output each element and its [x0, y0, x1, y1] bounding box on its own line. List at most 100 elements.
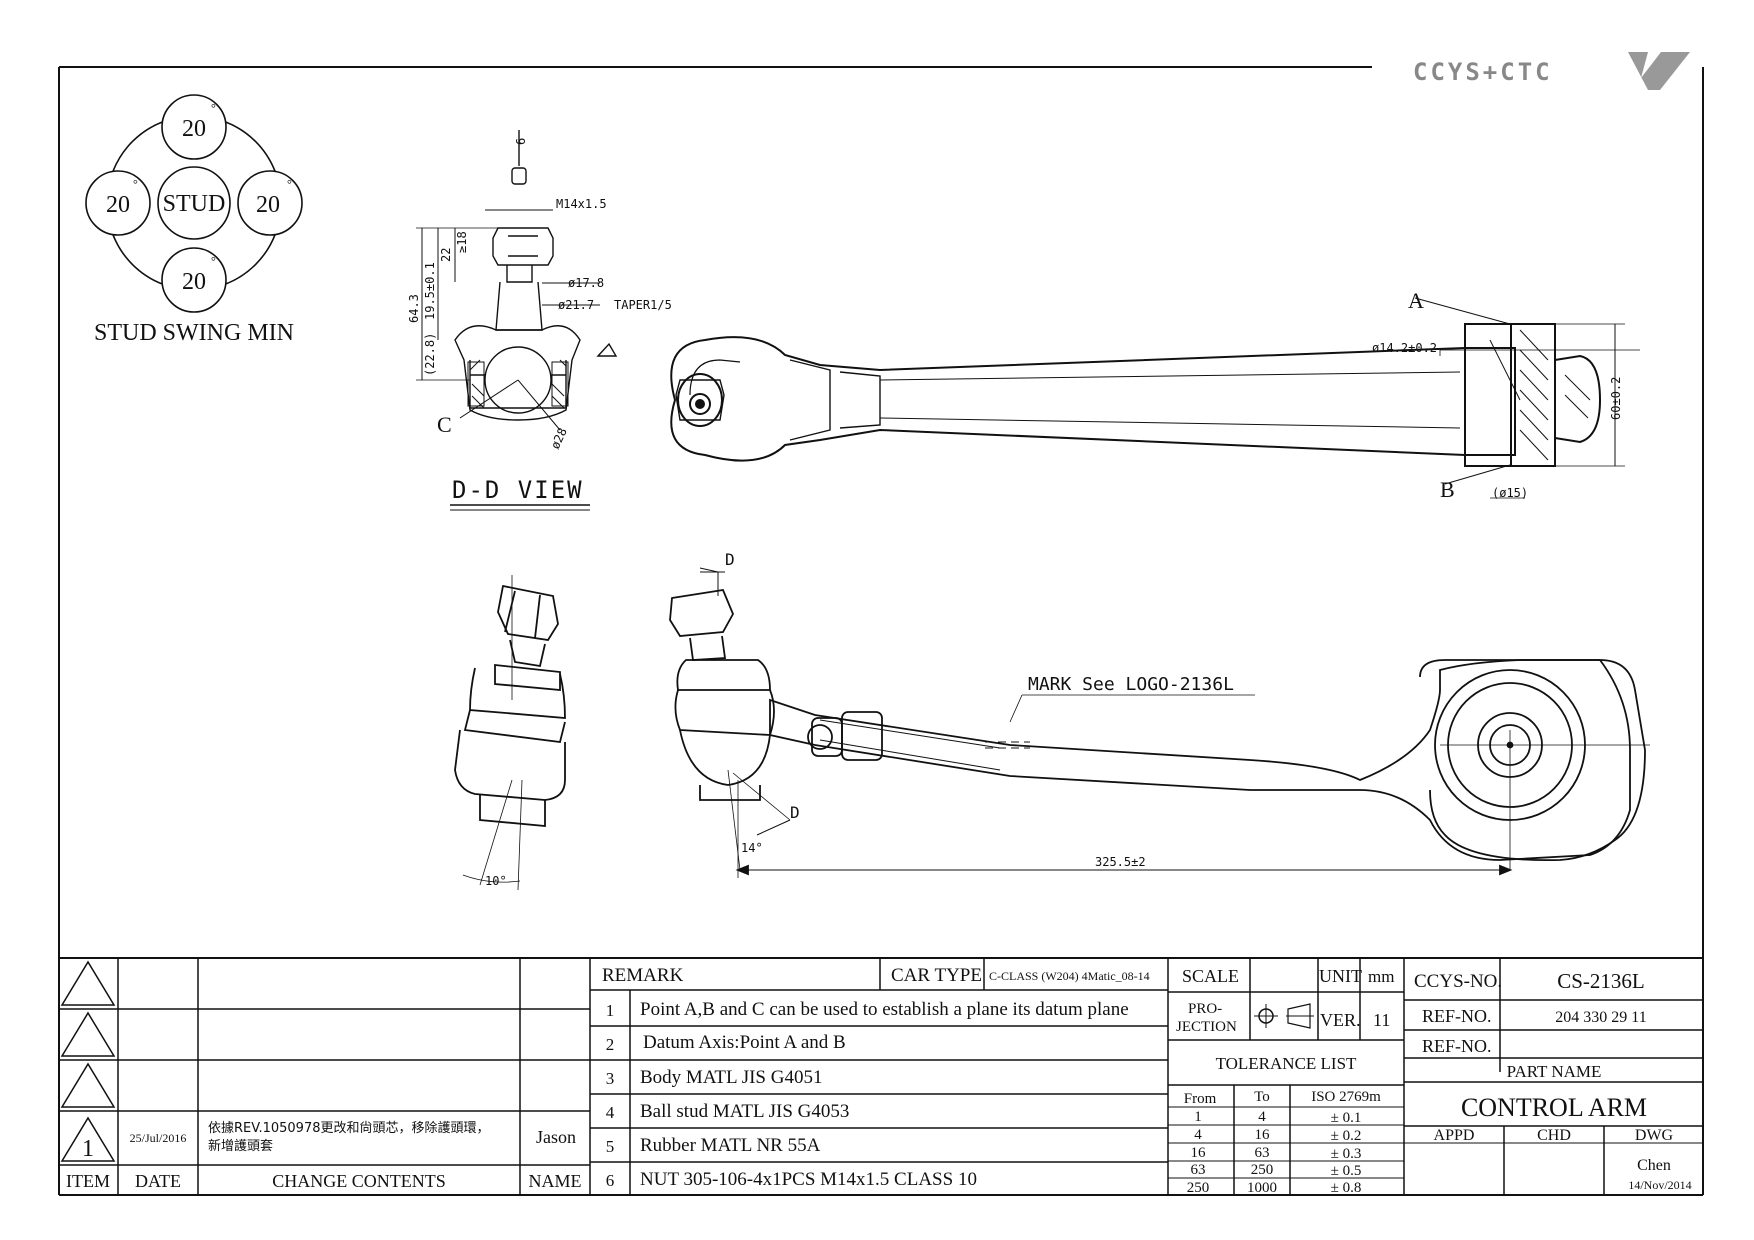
ccys-label: CCYS-NO. [1414, 971, 1502, 992]
dim-22-8: (22.8) [423, 333, 437, 376]
ccys-number: CS-2136L [1557, 969, 1645, 993]
car-type-value: C-CLASS (W204) 4Matic_08-14 [989, 969, 1150, 983]
revision-table [59, 958, 591, 1195]
scale-label: SCALE [1182, 966, 1239, 986]
dim-dia-14-2: ø14.2±0.2 [1372, 341, 1437, 355]
tol-value: ± 0.1 [1331, 1110, 1362, 1126]
logo-text: CCYS+CTC [1413, 58, 1553, 86]
point-b-label: B [1440, 477, 1455, 502]
projection-label-1: PRO- [1188, 1001, 1222, 1017]
tol-to: 1000 [1247, 1180, 1277, 1196]
tolerance-title: TOLERANCE LIST [1216, 1054, 1357, 1073]
point-a-label: A [1408, 288, 1424, 313]
swing-right-value: 20 [256, 192, 280, 218]
revisions-header-date: DATE [135, 1171, 181, 1191]
degree-mark: ° [211, 254, 216, 268]
swing-top-value: 20 [182, 116, 206, 142]
section-mark-bottom: D [790, 803, 800, 822]
title-block [1404, 958, 1703, 1195]
chd-label: CHD [1537, 1127, 1571, 1144]
section-mark-top: D [725, 550, 735, 569]
remark-text: Rubber MATL NR 55A [640, 1135, 821, 1156]
swing-bottom-value: 20 [182, 269, 206, 295]
top-view-control-arm [670, 297, 1640, 499]
dim-thread: M14x1.5 [556, 197, 607, 211]
remark-text: Ball stud MATL JIS G4053 [640, 1101, 849, 1122]
revision-content-line1: 依據REV.1050978更改和尙頭芯，移除護頭環， [208, 1120, 490, 1136]
car-type-label: CAR TYPE [891, 965, 982, 986]
tol-value: ± 0.3 [1331, 1146, 1362, 1162]
point-c-label: C [437, 412, 452, 437]
dim-length: 325.5±2 [1095, 855, 1146, 869]
ref-label-2: REF-NO. [1422, 1036, 1492, 1056]
dim-angle-10: 10° [485, 874, 507, 888]
mark-note: MARK See LOGO-2136L [1028, 674, 1234, 695]
unit-value: mm [1368, 967, 1394, 986]
ref-number-1: 204 330 29 11 [1555, 1009, 1646, 1026]
remark-no: 5 [606, 1137, 615, 1156]
dim-19-5: 19.5±0.1 [423, 262, 437, 320]
front-view-control-arm [669, 567, 1650, 878]
dim-60: 60±0.2 [1609, 377, 1623, 420]
part-name: CONTROL ARM [1461, 1093, 1647, 1122]
tol-to: 250 [1251, 1162, 1274, 1178]
company-logo: CCYS+CTC [1413, 52, 1690, 90]
remark-no: 2 [606, 1035, 615, 1054]
tol-value: ± 0.5 [1331, 1163, 1362, 1179]
revision-item: 1 [82, 1136, 94, 1162]
remark-text: Body MATL JIS G4051 [640, 1067, 822, 1088]
logo-mark-icon [1628, 52, 1690, 90]
tol-to: 63 [1255, 1145, 1270, 1161]
dim-64: 64.3 [407, 294, 421, 323]
remarks-table [590, 958, 1169, 1195]
ver-value: 11 [1373, 1010, 1390, 1030]
dwg-label: DWG [1635, 1127, 1674, 1144]
dim-dia-17-8: ø17.8 [568, 276, 604, 290]
dim-angle-14: 14° [741, 841, 763, 855]
sheet-frame [58, 66, 1704, 1196]
swing-left-value: 20 [106, 192, 130, 218]
stud-swing-diagram [85, 94, 303, 313]
dim-dia-21-7: ø21.7 [558, 298, 594, 312]
dim-dia-15: (ø15) [1492, 486, 1528, 500]
dim-18: ≥18 [455, 231, 469, 253]
revisions-header-name: NAME [529, 1171, 582, 1191]
remark-text: NUT 305-106-4x1PCS M14x1.5 CLASS 10 [640, 1169, 977, 1190]
tol-header-from: From [1184, 1091, 1217, 1107]
tol-value: ± 0.8 [1331, 1180, 1362, 1196]
tol-from: 4 [1194, 1127, 1202, 1143]
remark-text: Datum Axis:Point A and B [643, 1032, 846, 1053]
tol-to: 4 [1258, 1109, 1266, 1125]
degree-mark: ° [211, 101, 216, 115]
dim-22: 22 [439, 248, 453, 262]
tolerance-block [1168, 958, 1405, 1195]
swing-center-label: STUD [163, 191, 226, 217]
revisions-header-content: CHANGE CONTENTS [272, 1171, 446, 1191]
dim-taper: TAPER1/5 [614, 298, 672, 312]
revision-content-line2: 新增護頭套 [208, 1138, 273, 1154]
part-name-label: PART NAME [1507, 1062, 1602, 1081]
tol-from: 1 [1194, 1109, 1202, 1125]
degree-mark: ° [287, 177, 292, 191]
tol-to: 16 [1255, 1127, 1271, 1143]
stud-swing-title: STUD SWING MIN [94, 320, 294, 346]
ball-joint-iso-view [454, 575, 566, 891]
dwg-value: Chen [1637, 1157, 1671, 1174]
remarks-header: REMARK [602, 965, 684, 986]
ver-label: VER. [1320, 1010, 1361, 1030]
remark-text: Point A,B and C can be used to establish… [640, 999, 1129, 1020]
revision-date: 25/Jul/2016 [130, 1131, 187, 1145]
projection-label-2: JECTION [1176, 1019, 1237, 1035]
degree-mark: ° [133, 177, 138, 191]
tol-header-to: To [1254, 1089, 1270, 1105]
tol-from: 250 [1187, 1180, 1210, 1196]
tol-from: 16 [1191, 1145, 1207, 1161]
dwg-date: 14/Nov/2014 [1628, 1178, 1691, 1192]
section-view-d-d [416, 130, 618, 431]
ref-label-1: REF-NO. [1422, 1006, 1492, 1026]
section-view-title: D-D VIEW [452, 476, 584, 504]
tol-from: 63 [1191, 1162, 1206, 1178]
dim-nut-top: 6 [514, 138, 528, 145]
remark-no: 3 [606, 1069, 615, 1088]
